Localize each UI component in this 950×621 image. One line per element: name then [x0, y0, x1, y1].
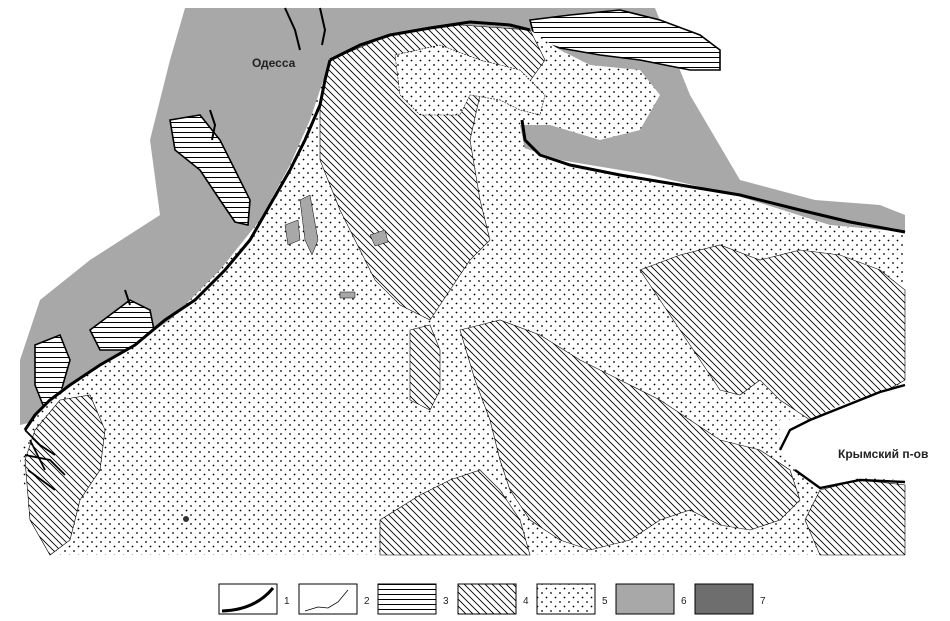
legend-item-4: 4 — [457, 583, 529, 615]
legend-item-3: 3 — [377, 583, 449, 615]
delta-lines — [24, 429, 66, 491]
coastline-karkinit — [520, 119, 906, 234]
coastline-north — [329, 20, 531, 62]
map-canvas: Одесса Крымский п-ов — [20, 7, 928, 556]
river-3 — [209, 109, 217, 141]
river-4 — [124, 289, 131, 306]
legend-label-7: 7 — [760, 596, 766, 607]
legend-label-4: 4 — [523, 596, 529, 607]
gray-feature-2 — [299, 194, 319, 256]
legend-label-3: 3 — [443, 596, 449, 607]
legend-item-5: 5 — [536, 583, 608, 615]
legend: 1 2 3 4 5 6 7 — [0, 582, 950, 618]
crimea-land — [780, 385, 905, 488]
dark-gray-feature — [183, 516, 189, 522]
legend-label-2: 2 — [364, 596, 370, 607]
label-crimea: Крымский п-ов — [838, 447, 928, 461]
land-gray-region — [20, 8, 905, 425]
dotted-island-north — [394, 44, 546, 116]
map-area: Одесса Крымский п-ов — [20, 7, 928, 556]
legend-label-1: 1 — [284, 596, 290, 607]
legend-item-6: 6 — [615, 583, 687, 615]
legend-item-1: 1 — [218, 583, 290, 615]
hatched-region-crimea — [804, 479, 906, 556]
legend-item-7: 7 — [694, 583, 766, 615]
gray-feature-1 — [284, 219, 301, 246]
coastline-crimea-south — [794, 469, 906, 490]
coastline-crimea — [778, 383, 906, 451]
coastline-west — [23, 59, 332, 431]
river-1 — [284, 7, 301, 51]
label-odessa: Одесса — [252, 56, 296, 70]
gray-feature-4 — [369, 229, 389, 247]
legend-label-6: 6 — [681, 596, 687, 607]
hatched-region-south-bottom — [379, 469, 531, 556]
hatched-region-south — [459, 319, 801, 551]
legend-item-2: 2 — [298, 583, 370, 615]
legend-canvas: 1 2 3 4 5 6 7 — [218, 583, 766, 615]
gray-feature-3 — [339, 291, 356, 299]
hatched-region-north — [319, 24, 546, 321]
hatched-region-west-strip — [409, 324, 441, 411]
river-2 — [319, 7, 327, 46]
legend-label-5: 5 — [602, 596, 608, 607]
estuary-dnieper — [529, 9, 721, 71]
